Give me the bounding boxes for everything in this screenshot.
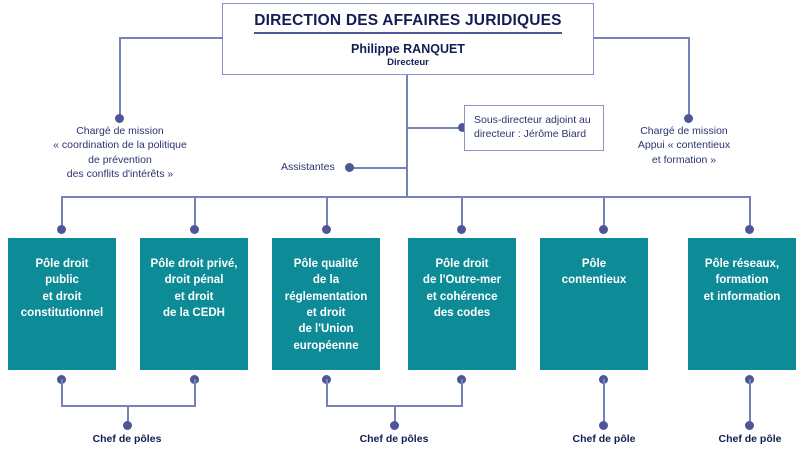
chef-de-pole-3-label: Chef de pôle: [572, 433, 636, 445]
connector-chef2-stem: [394, 405, 396, 425]
pole-5-line-2: contentieux: [561, 274, 627, 287]
connector-chef3-stem: [603, 379, 605, 425]
assistantes-label: Assistantes: [281, 161, 335, 173]
pole-1-line-4: constitutionnel: [20, 306, 104, 319]
left-mission-line-3: de prévention: [88, 153, 152, 166]
chef-de-poles-1-label: Chef de pôles: [92, 433, 162, 445]
page-title: DIRECTION DES AFFAIRES JURIDIQUES: [254, 12, 562, 35]
sub-director-box: Sous-directeur adjoint au directeur : Jé…: [464, 105, 604, 151]
pole-3-line-2: de la: [312, 274, 340, 287]
pole-6-line-3: et information: [703, 290, 781, 303]
connector-left-mission-horizontal: [119, 37, 223, 39]
pole-3-line-3: réglementation: [284, 290, 368, 303]
pole-contentieux-box[interactable]: Pôle contentieux: [540, 238, 648, 370]
connector-chef4-stem: [749, 379, 751, 425]
pole-2-line-2: droit pénal: [164, 274, 224, 287]
pole-4-line-2: de l'Outre-mer: [422, 274, 502, 287]
connector-pole-drop-4: [461, 196, 463, 230]
left-mission-line-2: « coordination de la politique: [53, 139, 187, 152]
pole-3-line-6: européenne: [293, 339, 359, 352]
pole-droit-public-box[interactable]: Pôle droit public et droit constitutionn…: [8, 238, 116, 370]
right-mission-line-3: et formation »: [651, 153, 717, 166]
pole-6-line-2: formation: [715, 274, 769, 287]
pole-droit-outre-mer-box[interactable]: Pôle droit de l'Outre-mer et cohérence d…: [408, 238, 516, 370]
connector-dot-left-mission: [115, 114, 124, 123]
pole-2-line-1: Pôle droit privé,: [150, 258, 238, 270]
connector-subdirector-horizontal: [406, 127, 466, 129]
left-mission-line-1: Chargé de mission: [76, 125, 164, 137]
pole-1-line-2: public: [45, 274, 79, 287]
right-mission-line-2: Appui « contentieux: [637, 139, 731, 152]
pole-2-line-4: de la CEDH: [163, 306, 225, 319]
connector-pole-drop-5: [603, 196, 605, 230]
director-role: Directeur: [387, 56, 429, 68]
pole-4-line-4: des codes: [433, 306, 491, 319]
pole-3-line-5: de l'Union: [298, 323, 354, 336]
right-charge-de-mission-label: Chargé de mission Appui « contentieux et…: [608, 124, 760, 167]
connector-central-spine: [406, 75, 408, 198]
connector-left-mission-vertical: [119, 37, 121, 119]
pole-6-line-1: Pôle réseaux,: [704, 258, 780, 270]
pole-reseaux-formation-box[interactable]: Pôle réseaux, formation et information: [688, 238, 796, 370]
connector-dot-pole-2: [190, 225, 199, 234]
connector-dot-chef1: [123, 421, 132, 430]
sub-director-line-1: Sous-directeur adjoint au: [474, 114, 591, 126]
connector-chef1-stem: [127, 405, 129, 425]
connector-pole-drop-1: [61, 196, 63, 230]
pole-5-line-1: Pôle: [581, 258, 607, 270]
right-mission-line-1: Chargé de mission: [640, 125, 728, 137]
connector-right-mission-horizontal: [594, 37, 690, 39]
pole-2-line-3: et droit: [174, 290, 214, 303]
connector-dot-assistantes: [345, 163, 354, 172]
connector-chef2-left-vertical: [326, 379, 328, 406]
pole-3-line-4: et droit: [306, 306, 346, 319]
chef-de-poles-2-label: Chef de pôles: [359, 433, 429, 445]
connector-assistantes-horizontal: [349, 167, 407, 169]
pole-1-line-1: Pôle droit: [35, 258, 89, 270]
connector-dot-pole-4: [457, 225, 466, 234]
pole-droit-prive-box[interactable]: Pôle droit privé, droit pénal et droit d…: [140, 238, 248, 370]
connector-dot-right-mission: [684, 114, 693, 123]
connector-chef1-left-vertical: [61, 379, 63, 406]
pole-1-line-3: et droit: [42, 290, 82, 303]
sub-director-line-2: directeur : Jérôme Biard: [474, 128, 587, 141]
pole-4-line-1: Pôle droit: [435, 258, 489, 270]
connector-dot-pole-5: [599, 225, 608, 234]
connector-chef1-right-vertical: [194, 379, 196, 406]
pole-4-line-3: et cohérence: [426, 290, 498, 303]
connector-dot-chef4: [745, 421, 754, 430]
director-name: Philippe RANQUET: [351, 42, 465, 57]
connector-dot-pole-1: [57, 225, 66, 234]
left-charge-de-mission-label: Chargé de mission « coordination de la p…: [30, 124, 210, 182]
pole-qualite-reglementation-box[interactable]: Pôle qualité de la réglementation et dro…: [272, 238, 380, 370]
connector-chef2-right-vertical: [461, 379, 463, 406]
connector-pole-drop-2: [194, 196, 196, 230]
connector-pole-drop-6: [749, 196, 751, 230]
connector-dot-pole-3: [322, 225, 331, 234]
left-mission-line-4: des conflits d'intérêts »: [66, 168, 174, 181]
root-direction-box: DIRECTION DES AFFAIRES JURIDIQUES Philip…: [222, 3, 594, 75]
connector-pole-distribution-bar: [61, 196, 751, 198]
chef-de-pole-4-label: Chef de pôle: [718, 433, 782, 445]
connector-dot-pole-6: [745, 225, 754, 234]
connector-dot-chef2: [390, 421, 399, 430]
connector-right-mission-vertical: [688, 37, 690, 119]
pole-3-line-1: Pôle qualité: [293, 258, 359, 270]
connector-dot-chef3: [599, 421, 608, 430]
connector-dot-subdirector: [458, 123, 467, 132]
connector-pole-drop-3: [326, 196, 328, 230]
